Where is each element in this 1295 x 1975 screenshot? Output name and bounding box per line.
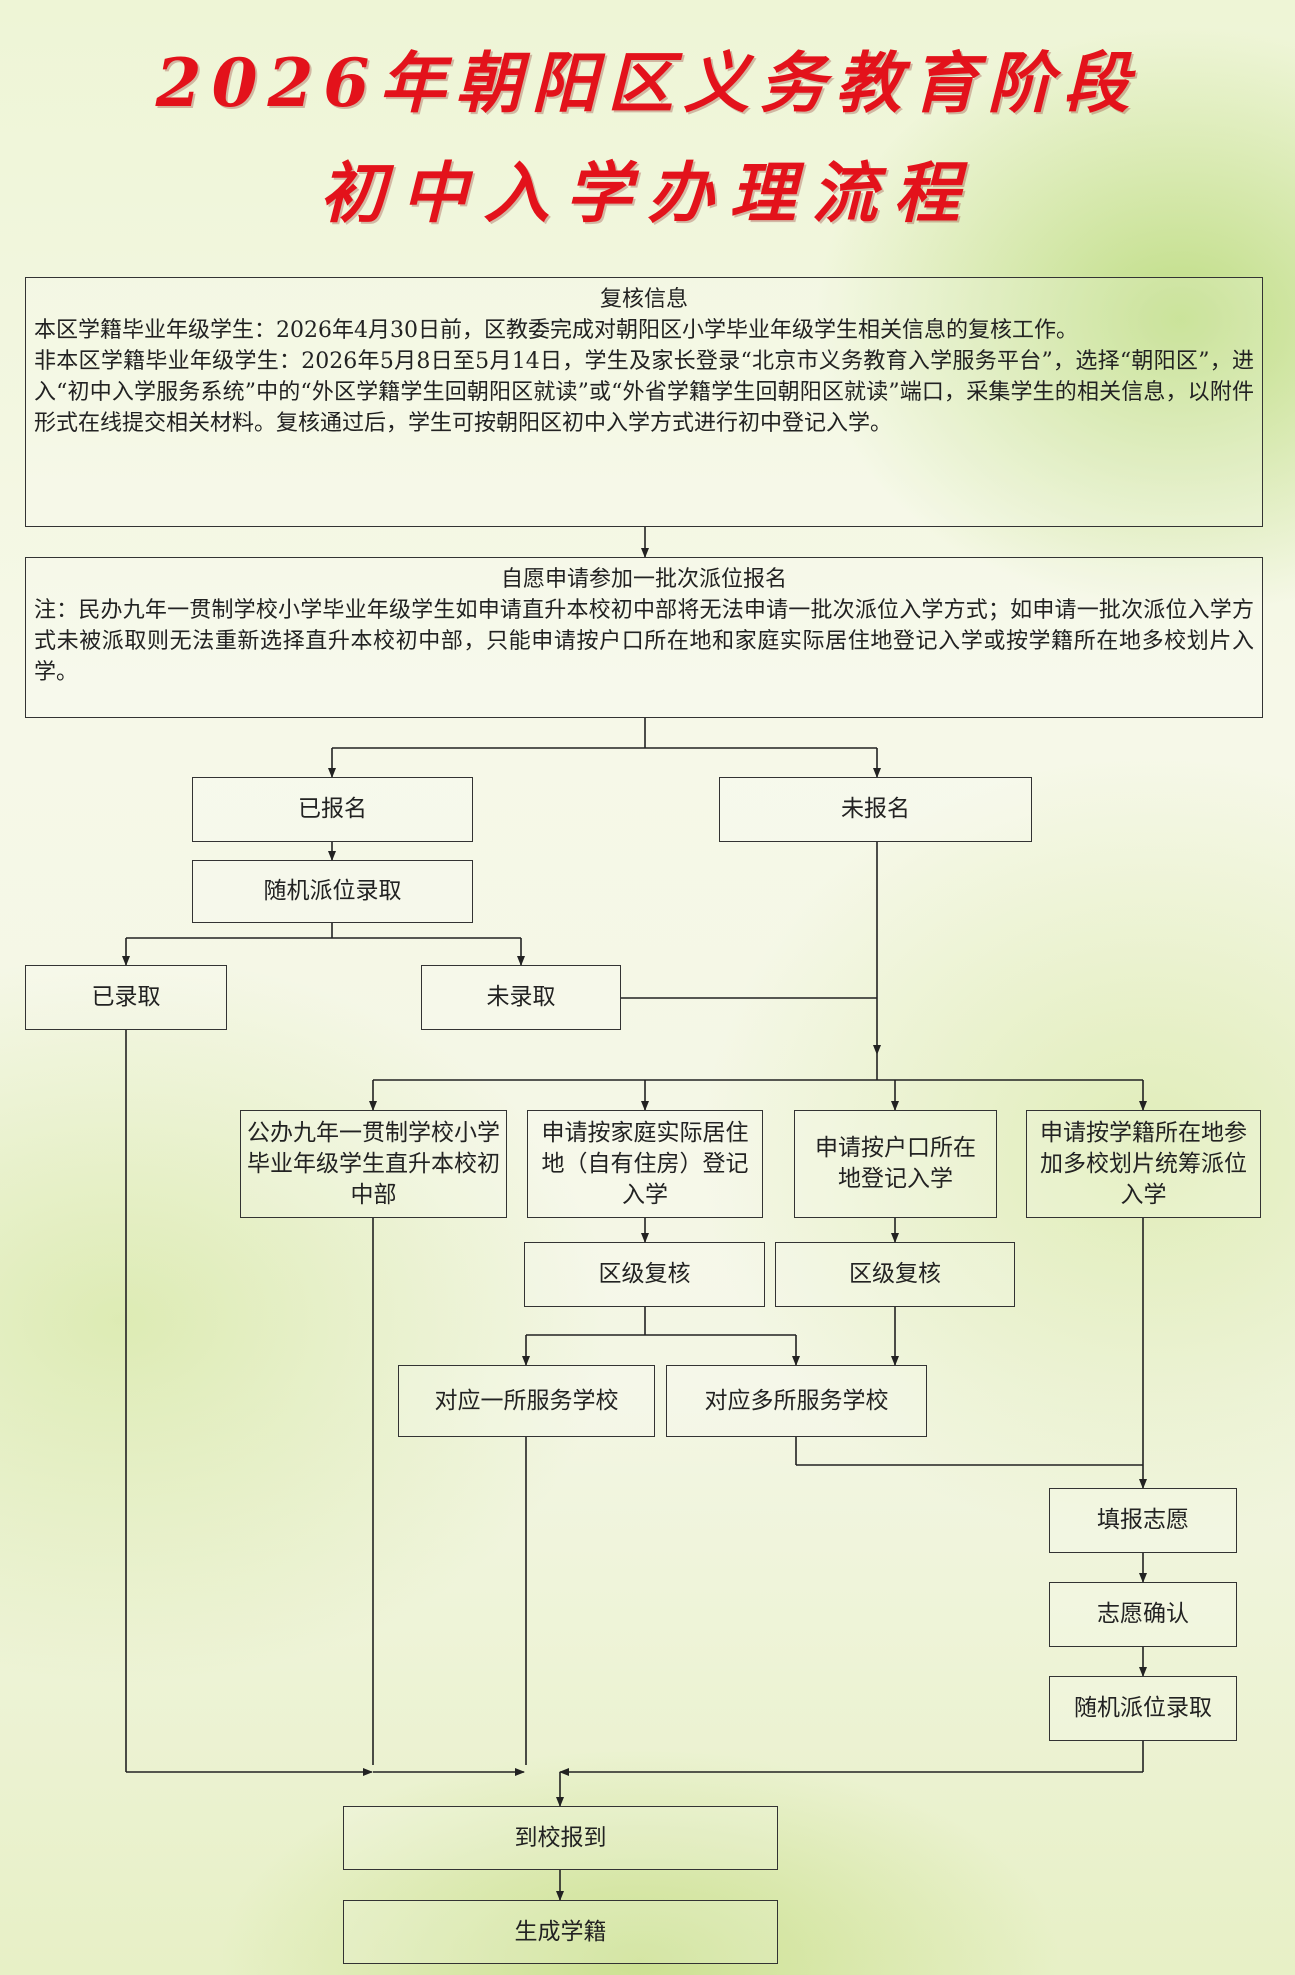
residence-registration-node: 申请按家庭实际居住地（自有住房）登记入学 (527, 1110, 763, 1218)
random-lottery-node: 随机派位录取 (192, 860, 473, 923)
district-review-node-2: 区级复核 (775, 1242, 1015, 1307)
report-to-school-node: 到校报到 (343, 1806, 778, 1870)
review-nonlocal-students: 非本区学籍毕业年级学生：2026年5月8日至5月14日，学生及家长登录“北京市义… (34, 349, 1254, 436)
school-district-lottery-node: 申请按学籍所在地参加多校划片统筹派位入学 (1026, 1110, 1261, 1218)
review-local-students: 本区学籍毕业年级学生：2026年4月30日前，区教委完成对朝阳区小学毕业年级学生… (34, 318, 1078, 343)
generate-student-record-node: 生成学籍 (343, 1900, 778, 1964)
not-admitted-node: 未录取 (421, 965, 621, 1030)
single-service-school-node: 对应一所服务学校 (398, 1365, 655, 1437)
random-lottery-node-2: 随机派位录取 (1049, 1676, 1237, 1741)
title-line-2: 初中入学办理流程 (319, 154, 976, 232)
confirm-choices-node: 志愿确认 (1049, 1582, 1237, 1647)
admitted-node: 已录取 (25, 965, 227, 1030)
hukou-registration-node: 申请按户口所在地登记入学 (794, 1110, 997, 1218)
voluntary-application-box: 自愿申请参加一批次派位报名 注：民办九年一贯制学校小学毕业年级学生如申请直升本校… (25, 557, 1263, 718)
voluntary-heading: 自愿申请参加一批次派位报名 (500, 567, 787, 592)
voluntary-note: 注：民办九年一贯制学校小学毕业年级学生如申请直升本校初中部将无法申请一批次派位入… (34, 598, 1254, 685)
registered-node: 已报名 (192, 777, 473, 842)
review-heading: 复核信息 (599, 287, 688, 312)
review-info-box: 复核信息 本区学籍毕业年级学生：2026年4月30日前，区教委完成对朝阳区小学毕… (25, 277, 1263, 527)
multi-service-school-node: 对应多所服务学校 (666, 1365, 927, 1437)
district-review-node-1: 区级复核 (524, 1242, 765, 1307)
fill-choices-node: 填报志愿 (1049, 1488, 1237, 1553)
not-registered-node: 未报名 (719, 777, 1032, 842)
title-line-1: 2026年朝阳区义务教育阶段 (155, 44, 1140, 122)
public-direct-promotion-node: 公办九年一贯制学校小学毕业年级学生直升本校初中部 (240, 1110, 507, 1218)
